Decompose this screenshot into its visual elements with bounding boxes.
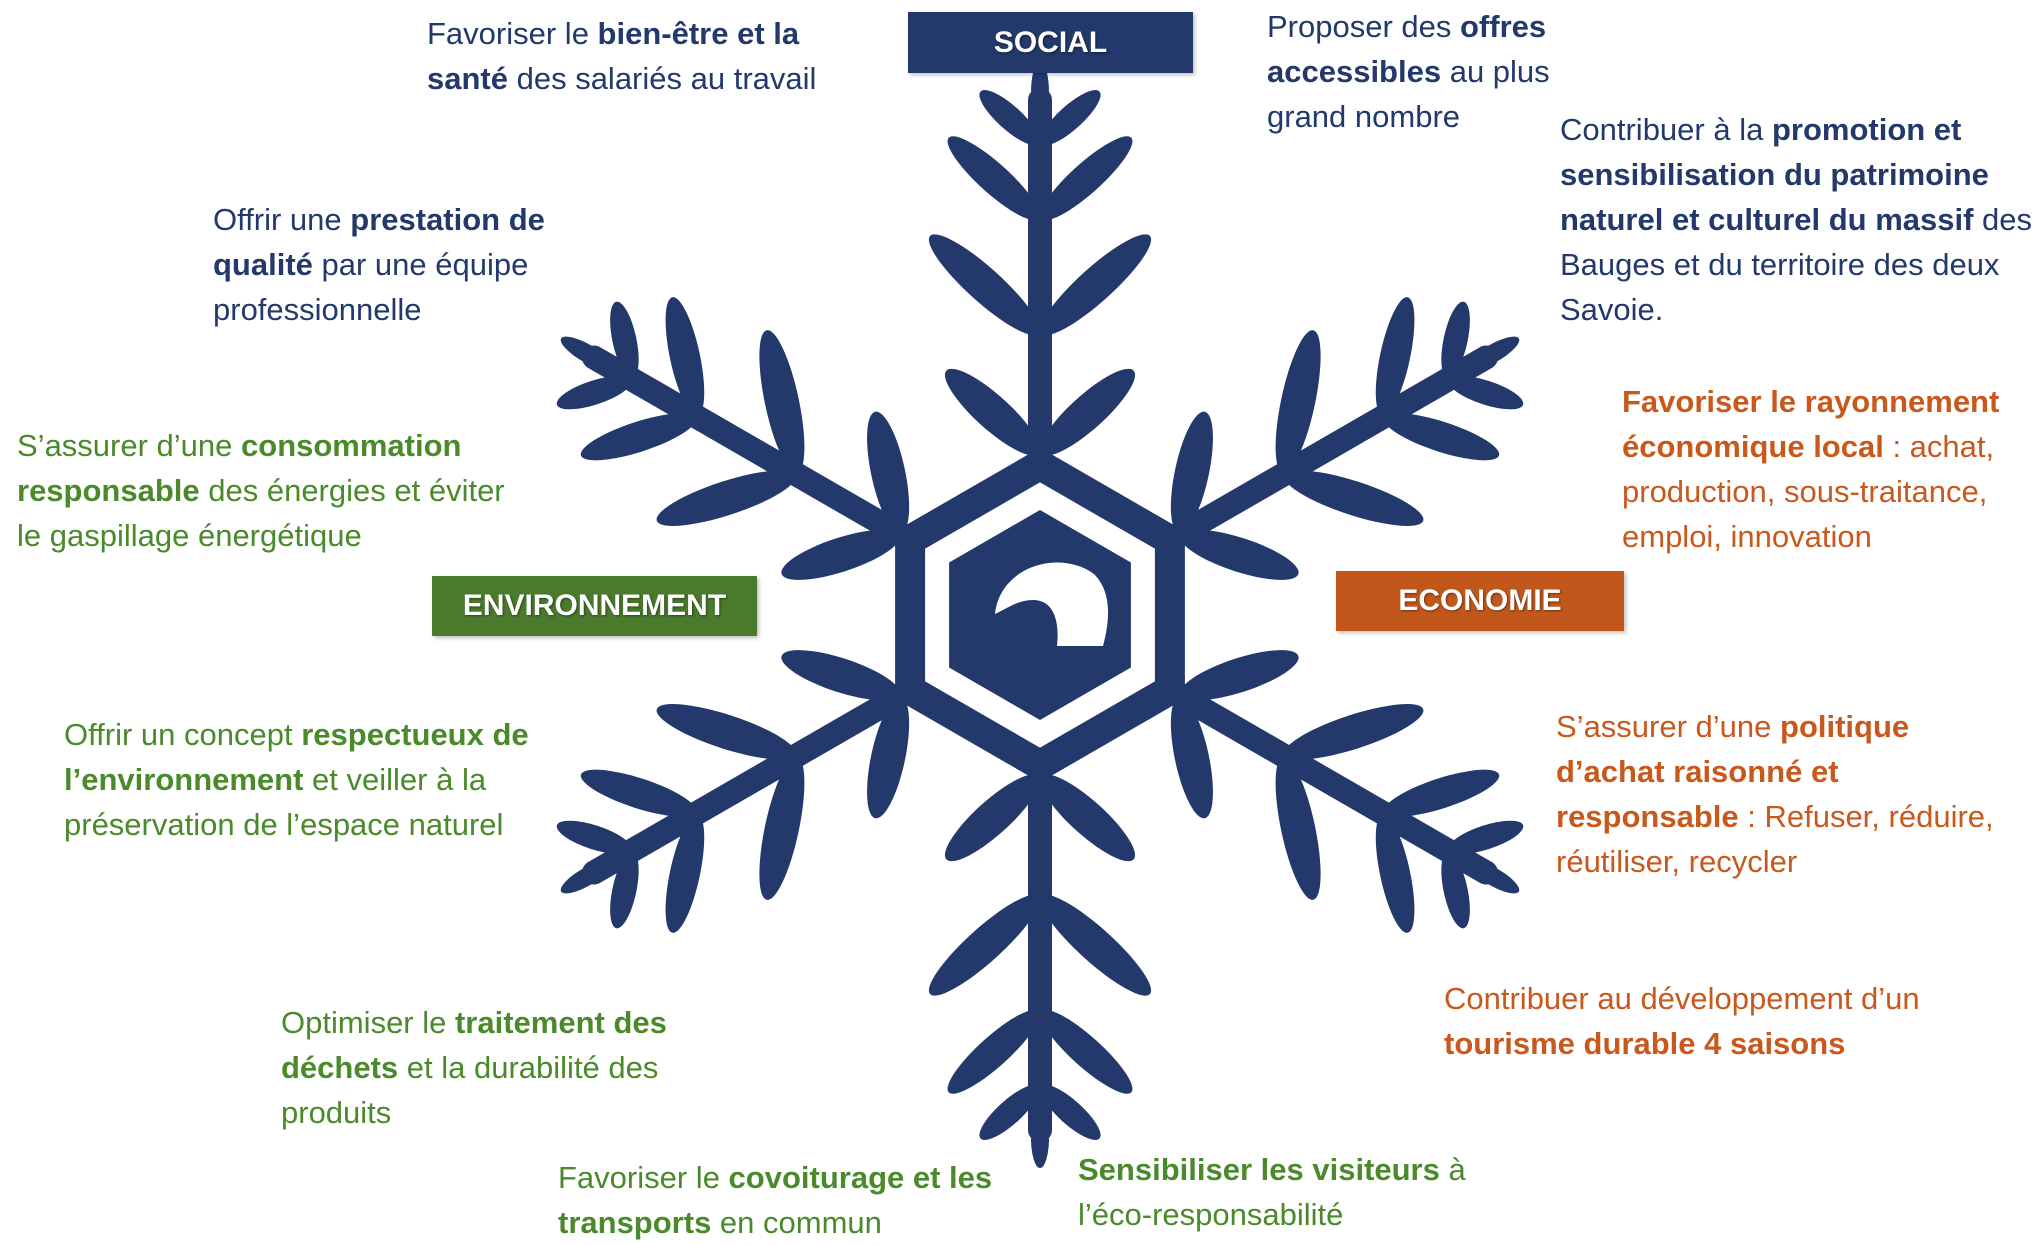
snowflake-branch <box>979 1084 1040 1140</box>
snowflake-arm-tip <box>560 859 614 894</box>
snowflake-branch <box>1040 774 1136 862</box>
snowflake-branch <box>556 820 632 854</box>
environment-goal-carpooling: Favoriser le covoiturage et les transpor… <box>558 1160 993 1240</box>
snowflake-branch <box>610 851 639 929</box>
snowflake-branch <box>1040 1009 1133 1094</box>
snowflake-branch <box>867 696 910 819</box>
snowflake-branch <box>1448 820 1524 854</box>
social-goal-accessible-offers: Proposer des offres accessibles au plus … <box>1267 9 1550 134</box>
snowflake-arm-tip <box>1031 1108 1049 1168</box>
snowflake-branch <box>556 376 632 410</box>
snowflake-arms <box>582 88 1498 1142</box>
snowflake-branch <box>656 704 796 760</box>
snowflake-branch <box>781 529 900 580</box>
snowflake-branch <box>610 301 639 379</box>
snowflake-branch <box>1448 376 1524 410</box>
snowflake-branch <box>1275 330 1321 474</box>
hexagon-ring <box>895 447 1185 783</box>
snowflake-branch <box>1040 368 1136 456</box>
social-goal-wellbeing: Favoriser le bien-être et la santé des s… <box>427 16 817 96</box>
snowflake-branch <box>947 136 1040 221</box>
snowflake-arm <box>1157 678 1498 885</box>
snowflake-branch <box>947 1009 1040 1094</box>
snowflake-arm-tip <box>1466 859 1520 894</box>
snowflake-branch <box>1441 851 1470 929</box>
snowflake-branch <box>1284 470 1424 526</box>
snowflake-arm-tip <box>1466 336 1520 371</box>
snowflake-branch <box>580 769 697 817</box>
environment-goal-awareness: Sensibiliser les visiteurs à l’éco-respo… <box>1078 1152 1466 1232</box>
hexagon-center <box>949 510 1131 720</box>
environment-goal-waste: Optimiser le traitement des déchets et l… <box>281 1005 667 1130</box>
pillar-economy-label: ECONOMIE <box>1336 571 1624 631</box>
snowflake-branch <box>979 90 1040 146</box>
snowflake-branch <box>928 234 1040 336</box>
snowflake-branch <box>759 330 805 474</box>
snowflake-branches <box>556 62 1524 1168</box>
economy-goal-purchasing: S’assurer d’une politique d’achat raison… <box>1556 709 1994 879</box>
snowflake-branch <box>1170 411 1213 534</box>
snowflake-branch <box>1040 136 1133 221</box>
snowflake-branch <box>665 814 705 933</box>
snowflake-branch <box>1040 90 1101 146</box>
snowflake-branch <box>1383 769 1500 817</box>
snowflake-branch <box>656 470 796 526</box>
snowflake-branch <box>928 894 1040 996</box>
snowflake-branch <box>1040 894 1152 996</box>
pillar-environment-label: ENVIRONNEMENT <box>432 576 757 636</box>
social-goal-quality: Offrir une prestation de qualité par une… <box>213 202 545 327</box>
snowflake-branch <box>1180 650 1299 701</box>
snowflake-branch <box>1383 413 1500 461</box>
snowflake-branch <box>759 756 805 900</box>
environment-goal-energy: S’assurer d’une consommation responsable… <box>17 428 505 553</box>
environment-goal-respect: Offrir un concept respectueux de l’envir… <box>64 717 529 842</box>
economy-goal-tourism: Contribuer au développement d’un tourism… <box>1444 981 1920 1061</box>
snowflake-branch <box>781 650 900 701</box>
snowflake-branch <box>1284 704 1424 760</box>
snowflake-branch <box>665 297 705 416</box>
snowflake-branch <box>1040 1084 1101 1140</box>
snowflake-branch <box>1275 756 1321 900</box>
economy-goal-local: Favoriser le rayonnement économique loca… <box>1622 384 2000 554</box>
snowflake-branch <box>944 368 1040 456</box>
snowflake-branch <box>1040 234 1152 336</box>
wave-icon <box>995 562 1109 646</box>
pillar-social-label: SOCIAL <box>908 12 1193 73</box>
snowflake-branch <box>1375 297 1415 416</box>
snowflake-branch <box>944 774 1040 862</box>
snowflake-arm <box>582 345 923 552</box>
snowflake-branch <box>580 413 697 461</box>
snowflake-branch <box>1180 529 1299 580</box>
snowflake-arm-tip <box>560 336 614 371</box>
snowflake-branch <box>1170 696 1213 819</box>
snowflake-branch <box>867 411 910 534</box>
snowflake-arm <box>1157 345 1498 552</box>
snowflake-branch <box>1375 814 1415 933</box>
snowflake-arm-tip <box>1031 62 1049 122</box>
snowflake-arm <box>582 678 923 885</box>
snowflake-branch <box>1441 301 1470 379</box>
social-goal-heritage: Contribuer à la promotion et sensibilisa… <box>1560 112 2033 327</box>
